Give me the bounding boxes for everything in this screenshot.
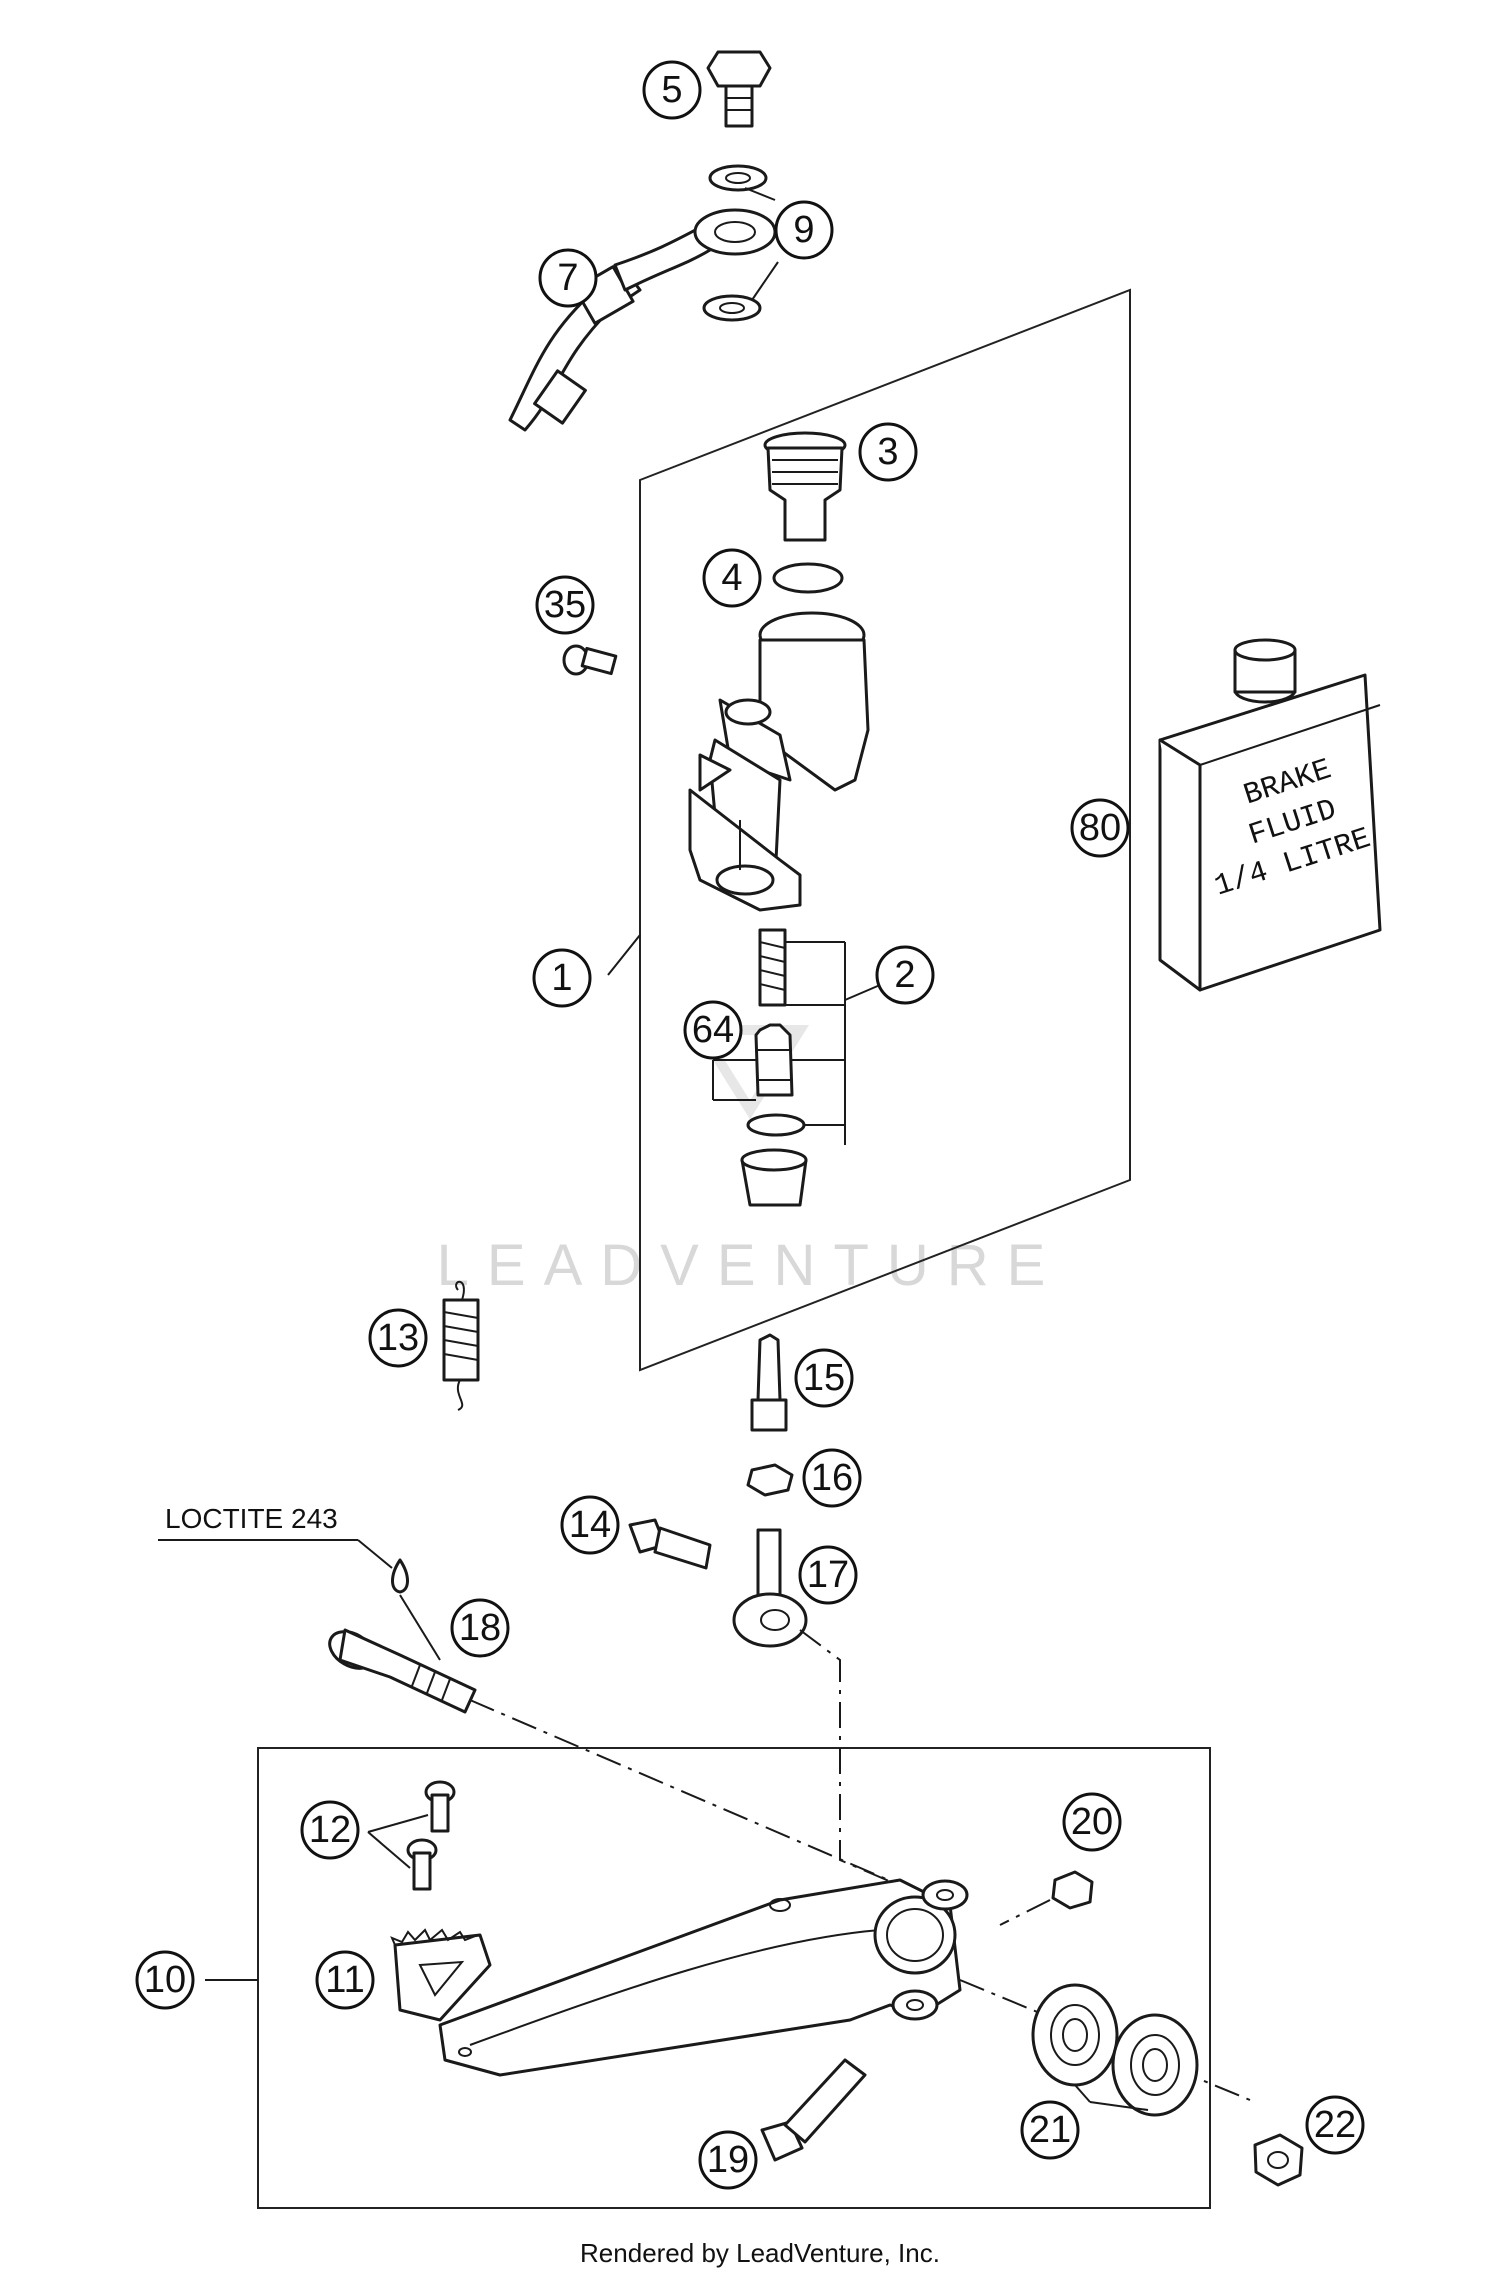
piston-kit-bracket xyxy=(712,941,881,1145)
callout-label: 15 xyxy=(803,1357,845,1399)
callout-label: 10 xyxy=(144,1959,186,2001)
loctite-drop-icon xyxy=(391,1558,409,1594)
callout-label: 21 xyxy=(1029,2109,1071,2151)
footer-credit: Rendered by LeadVenture, Inc. xyxy=(580,2238,940,2268)
pedal-step-part xyxy=(390,1928,492,2022)
brake-line-part xyxy=(508,208,777,432)
callout-label: 12 xyxy=(309,1809,351,1851)
reservoir-connector-part xyxy=(763,431,847,542)
callout-3[interactable]: 3 xyxy=(858,422,918,482)
brake-pedal-group-frame xyxy=(257,1747,1211,2209)
clevis-part xyxy=(732,1528,808,1648)
alignment-line-nut xyxy=(999,1899,1051,1926)
callout-13[interactable]: 13 xyxy=(368,1308,428,1368)
callout-label: 14 xyxy=(569,1504,611,1546)
master-cylinder-group-frame xyxy=(639,288,1131,1372)
callout-7[interactable]: 7 xyxy=(538,248,598,308)
callout-label: 64 xyxy=(692,1009,734,1051)
callout-label: 4 xyxy=(721,557,742,599)
callout-label: 2 xyxy=(894,954,915,996)
callout-label: 7 xyxy=(557,257,578,299)
callout-1[interactable]: 1 xyxy=(532,948,592,1008)
loctite-arrow xyxy=(399,1594,441,1661)
callout-10[interactable]: 10 xyxy=(135,1950,195,2010)
callout-9[interactable]: 9 xyxy=(774,200,834,260)
callout-14[interactable]: 14 xyxy=(560,1495,620,1555)
callout-label: 16 xyxy=(811,1457,853,1499)
callout-label: 3 xyxy=(877,431,898,473)
callout-5[interactable]: 5 xyxy=(642,60,702,120)
push-rod-part xyxy=(750,1333,788,1432)
alignment-line-bolt xyxy=(469,1699,901,1886)
screw-part xyxy=(562,644,618,676)
brake-fluid-can-part: BRAKE FLUID 1/4 LITRE xyxy=(1158,638,1382,992)
callout-label: 35 xyxy=(544,584,586,626)
ball-bearing-part xyxy=(1031,1983,1199,2117)
callout-label: 80 xyxy=(1079,807,1121,849)
callout-17[interactable]: 17 xyxy=(798,1545,858,1605)
callout-15[interactable]: 15 xyxy=(794,1348,854,1408)
callout-label: 19 xyxy=(707,2139,749,2181)
o-ring-part xyxy=(772,562,844,594)
piston-kit-part xyxy=(740,928,808,1207)
callout-12[interactable]: 12 xyxy=(300,1800,360,1860)
callout-label: 5 xyxy=(661,69,682,111)
callout-80[interactable]: 80 xyxy=(1070,798,1130,858)
footpeg-screw-part xyxy=(406,1780,456,1891)
callout-11[interactable]: 11 xyxy=(315,1950,375,2010)
callout-label: 11 xyxy=(325,1959,364,2001)
sealing-washer-part xyxy=(702,164,768,322)
alignment-line-clevis xyxy=(799,1629,911,1891)
callout-label: 22 xyxy=(1314,2104,1356,2146)
callout-18[interactable]: 18 xyxy=(450,1598,510,1658)
watermark-text: LEADVENTURE xyxy=(437,1233,1064,1298)
callout-35[interactable]: 35 xyxy=(535,575,595,635)
callout-label: 18 xyxy=(459,1607,501,1649)
callout-label: 20 xyxy=(1071,1801,1113,1843)
callout-22[interactable]: 22 xyxy=(1305,2095,1365,2155)
callout-label: 1 xyxy=(551,957,572,999)
flange-nut-part xyxy=(1051,1870,1094,1910)
axle-nut-part xyxy=(1253,2133,1304,2187)
callout-64[interactable]: 64 xyxy=(683,1000,743,1060)
callout-label: 9 xyxy=(793,209,814,251)
callout-20[interactable]: 20 xyxy=(1062,1792,1122,1852)
callout-label: 13 xyxy=(377,1317,419,1359)
pedal-bolt-part xyxy=(328,1628,477,1714)
return-spring-part xyxy=(442,1280,480,1411)
callout-label: 17 xyxy=(807,1554,849,1596)
pivot-bolt-part xyxy=(628,1518,712,1570)
callout-16[interactable]: 16 xyxy=(802,1448,862,1508)
leader-lines xyxy=(205,187,1149,2111)
callout-2[interactable]: 2 xyxy=(875,945,935,1005)
loctite-label: LOCTITE 243 xyxy=(165,1503,338,1534)
callout-4[interactable]: 4 xyxy=(702,548,762,608)
banjo-bolt-part xyxy=(706,50,772,128)
brake-pedal-part xyxy=(438,1878,969,2077)
callout-19[interactable]: 19 xyxy=(698,2130,758,2190)
callout-21[interactable]: 21 xyxy=(1020,2100,1080,2160)
master-cylinder-body-part xyxy=(688,611,870,912)
hex-nut-part xyxy=(746,1463,794,1497)
loctite-pointer xyxy=(357,1539,393,1569)
stop-bolt-part xyxy=(760,2058,867,2162)
